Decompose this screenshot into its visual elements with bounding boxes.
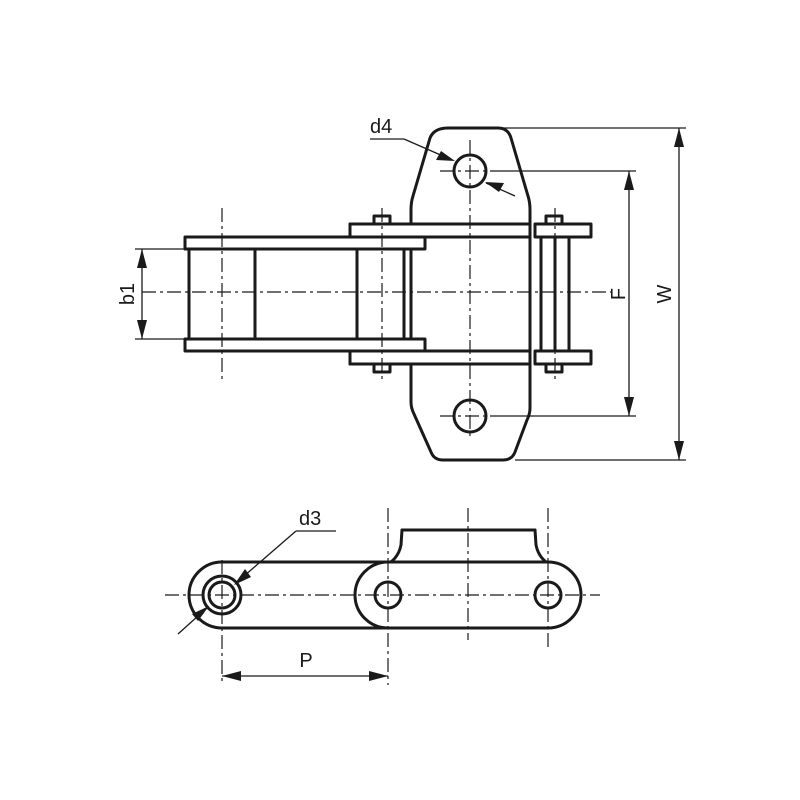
right-plate-bottom [533, 349, 593, 366]
label-b1: b1 [117, 283, 139, 305]
label-d3: d3 [299, 508, 321, 530]
roller-right [355, 247, 406, 341]
dimension-W: W [500, 127, 686, 461]
dimension-b1: b1 [117, 248, 188, 340]
inner-plate-top [183, 235, 427, 251]
dimension-d4: d4 [370, 116, 516, 197]
dimension-F: F [500, 170, 636, 417]
right-plate-top [533, 222, 593, 239]
label-P: P [299, 650, 312, 672]
pin-cap-top-right [544, 214, 564, 226]
side-view: d3 P [165, 508, 600, 685]
label-W: W [654, 284, 676, 303]
top-view: b1 F W d4 [117, 116, 686, 462]
dimension-P: P [222, 650, 388, 681]
outer-plate-bottom [348, 349, 532, 366]
dimension-d3: d3 [177, 508, 336, 635]
outer-plate-top [348, 222, 532, 239]
inner-plate-bottom [183, 337, 427, 353]
label-d4: d4 [370, 116, 392, 138]
label-F: F [608, 288, 630, 300]
pin-cap-bottom-right [544, 362, 564, 374]
